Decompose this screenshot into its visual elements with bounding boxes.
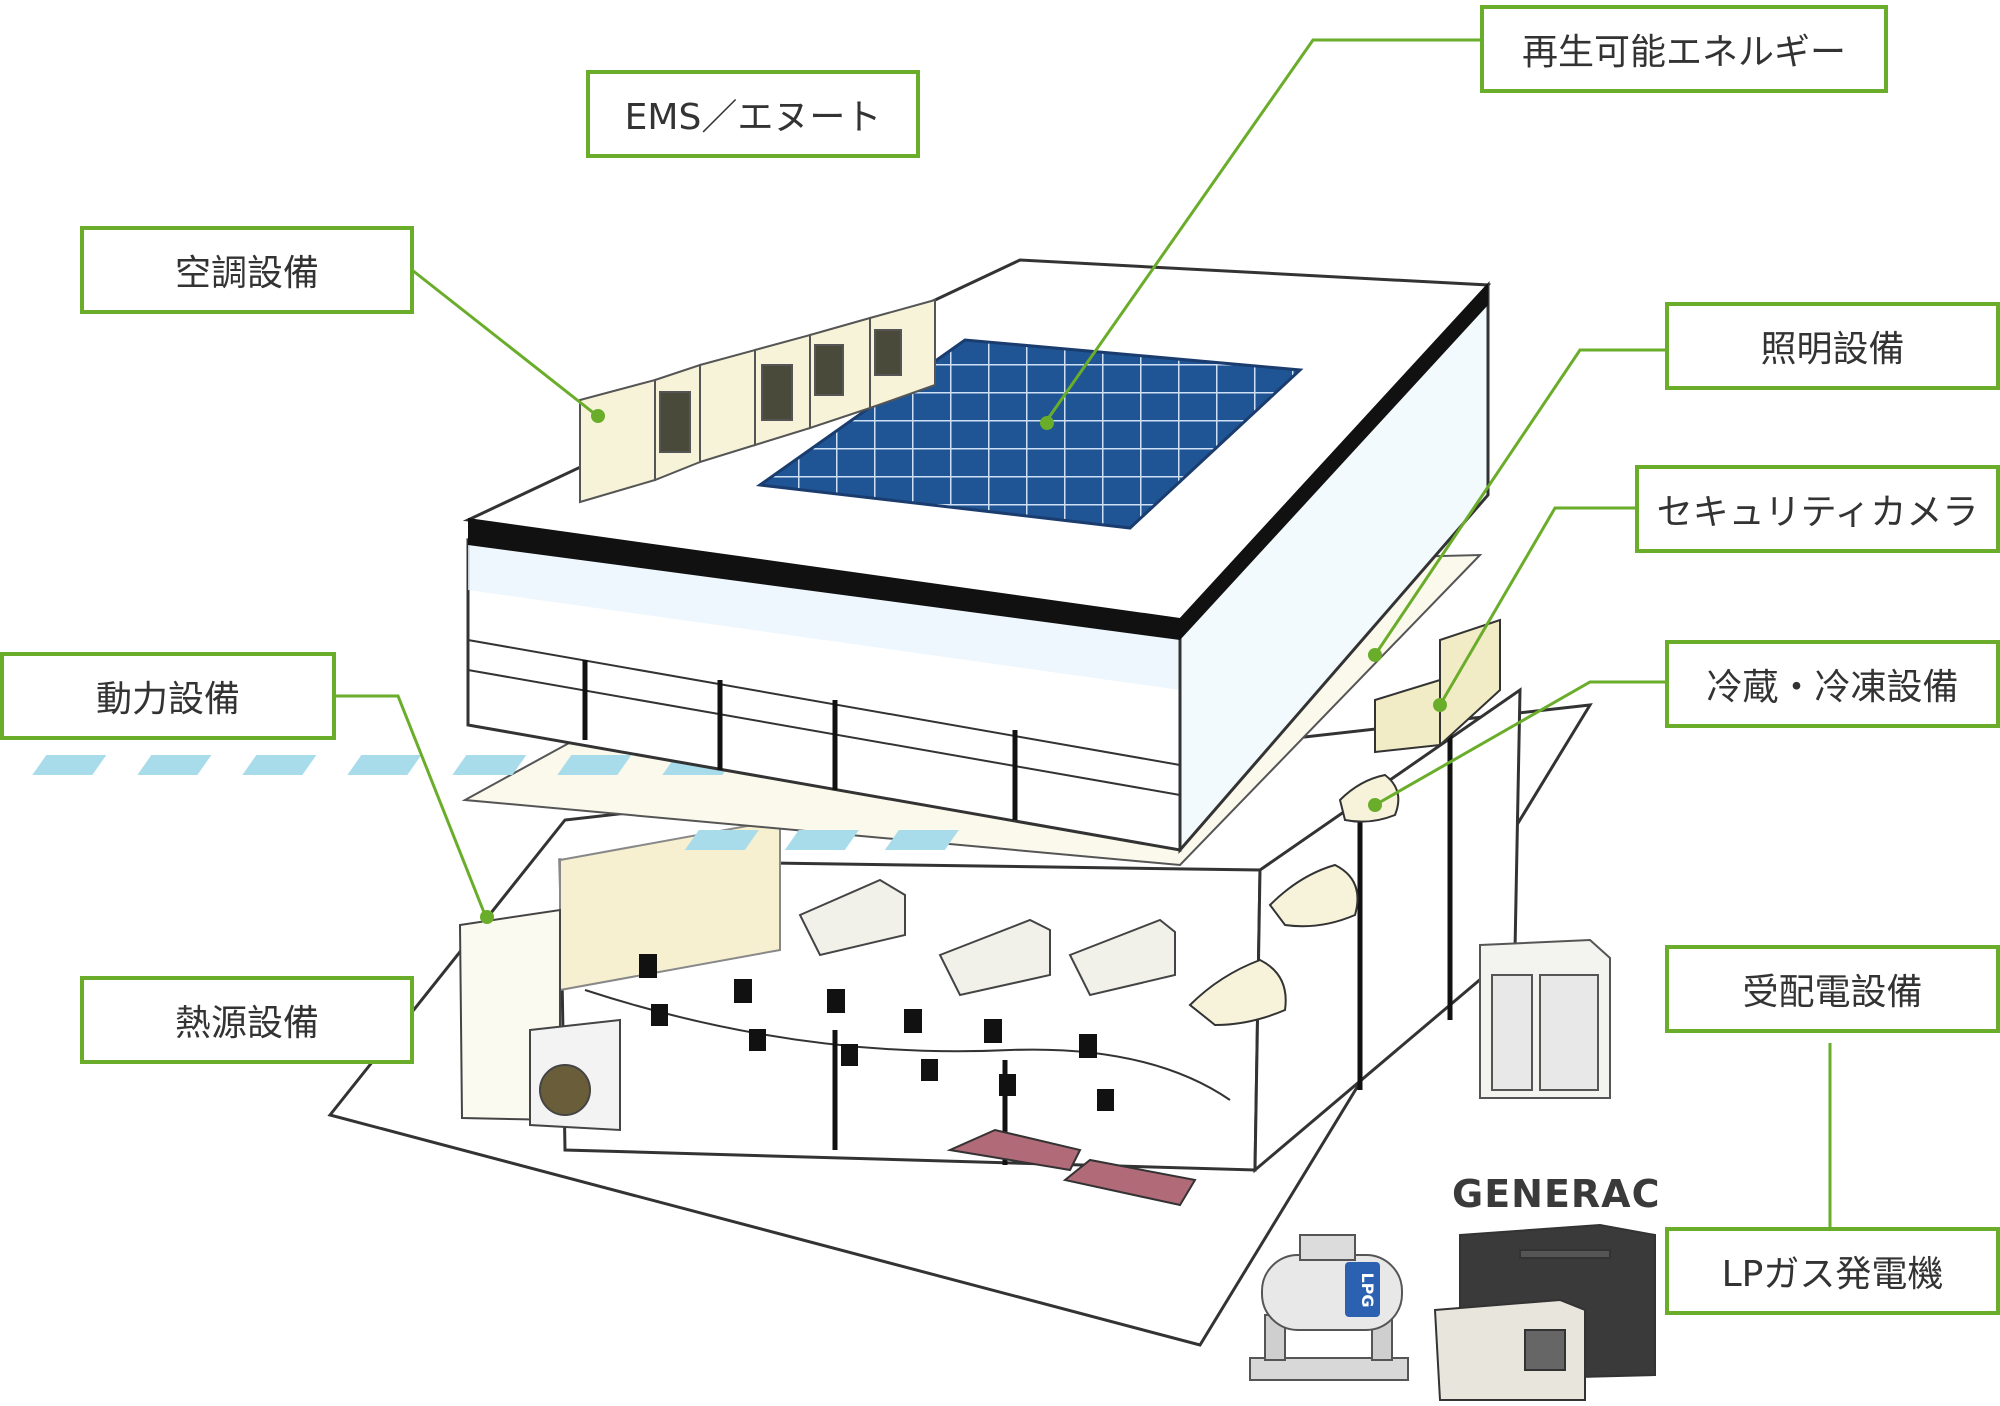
- lpg-tank: LPG: [1249, 1234, 1409, 1381]
- label-heat-source: 熱源設備: [80, 976, 414, 1064]
- lpg-tank-label: LPG: [1358, 1272, 1377, 1307]
- label-security-camera: セキュリティカメラ: [1635, 465, 2000, 553]
- upper-building: [462, 258, 1492, 855]
- label-air-conditioning: 空調設備: [80, 226, 414, 314]
- leader-dots: [480, 409, 1447, 924]
- storefront-awnings: [946, 1128, 1197, 1207]
- label-lighting: 照明設備: [1665, 302, 2000, 390]
- label-ems: EMS／エヌート: [586, 70, 920, 158]
- label-lp-gas-generator: LPガス発電機: [1665, 1227, 2000, 1315]
- heat-source-units: [458, 908, 621, 1132]
- hanging-signs: [639, 954, 1114, 1111]
- gas-generators: [1433, 1223, 1656, 1401]
- label-refrigeration: 冷蔵・冷凍設備: [1665, 640, 2000, 728]
- label-renewable-energy: 再生可能エネルギー: [1480, 5, 1888, 93]
- substation-cabinet: [1479, 938, 1611, 1099]
- refrigerated-cases-center: [798, 878, 1176, 997]
- refrigerated-cases-right: [1188, 618, 1501, 1027]
- label-substation: 受配電設備: [1665, 945, 2000, 1033]
- leader-lines: [336, 38, 1832, 1227]
- rooftop-ac-units: [579, 298, 936, 504]
- generac-logo: GENERAC: [1452, 1172, 1661, 1216]
- label-power: 動力設備: [0, 652, 336, 740]
